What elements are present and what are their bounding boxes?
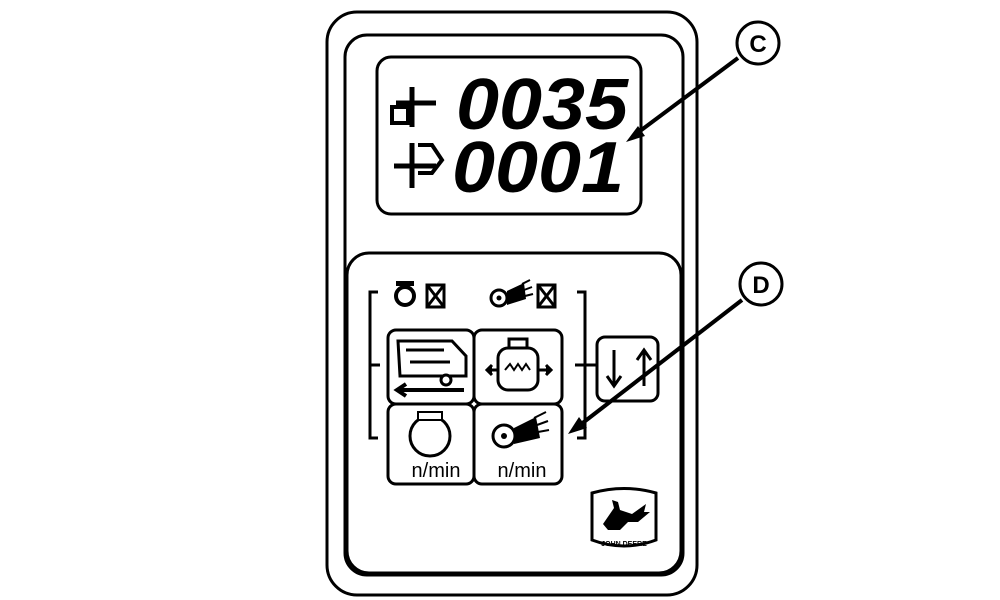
logo-brand: JOHN DEERE — [601, 541, 647, 548]
bracket-right — [575, 290, 598, 440]
lcd-row1-value: 0035 — [456, 65, 629, 145]
callout-c-label: C — [749, 31, 766, 58]
engine-speed-button[interactable]: n/min — [386, 402, 476, 486]
lcd-row2-value: 0001 — [452, 128, 624, 208]
baler-travel-icon — [393, 339, 468, 398]
twine-tensioner-icon — [484, 337, 554, 392]
area-counter-icon — [390, 87, 436, 127]
bracket-left — [368, 290, 380, 440]
scroll-button[interactable] — [595, 335, 660, 403]
pickup-fault-icon — [489, 279, 557, 309]
lcd-display: 0035 0001 — [375, 55, 643, 216]
callout-d-label: D — [752, 272, 769, 299]
bale-counter-icon — [394, 143, 445, 188]
pickup-speed-icon — [491, 411, 550, 449]
callout-d: D — [568, 261, 784, 434]
john-deere-logo: JOHN DEERE — [590, 487, 658, 548]
callout-c: C — [626, 20, 781, 142]
twine-tensioner-button[interactable] — [472, 328, 564, 406]
baler-travel-button[interactable] — [386, 328, 476, 406]
pickup-speed-button[interactable]: n/min — [472, 402, 564, 486]
deer-icon — [603, 500, 650, 530]
pickup-speed-unit: n/min — [498, 460, 547, 482]
engine-speed-icon — [408, 411, 452, 458]
engine-fault-icon — [394, 281, 446, 309]
scroll-arrows-icon — [605, 347, 653, 389]
engine-speed-unit: n/min — [412, 460, 461, 482]
